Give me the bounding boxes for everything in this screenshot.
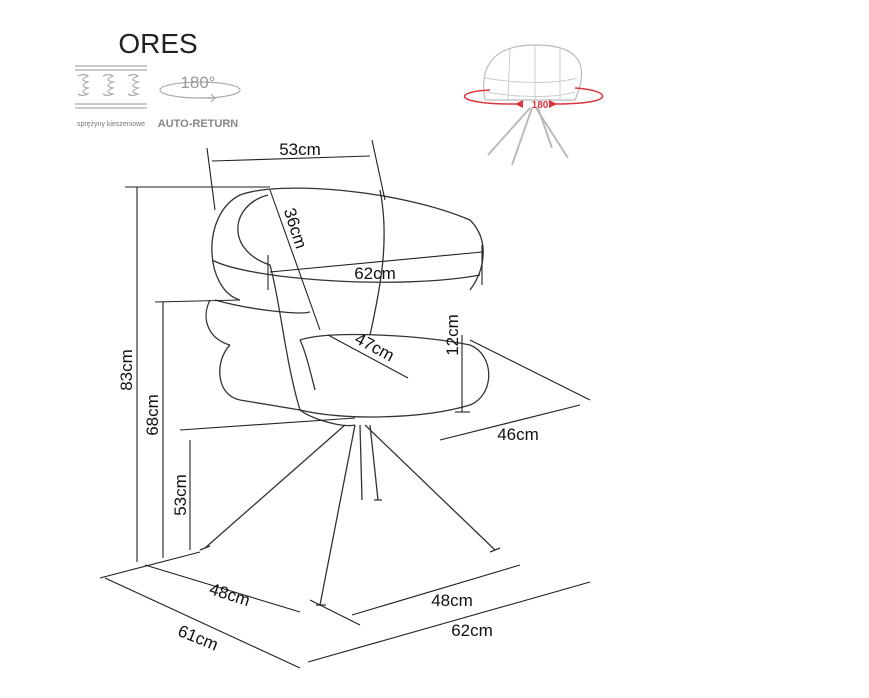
chair-outline: [199, 187, 501, 606]
dim-base-left: 48cm: [207, 579, 252, 610]
auto-return-label: AUTO-RETURN: [158, 118, 239, 130]
dim-seat-top-width: 53cm: [279, 140, 321, 159]
dim-total-height: 83cm: [117, 349, 136, 391]
dim-backrest-depth: 36cm: [280, 206, 311, 251]
dimension-lines: [99, 139, 591, 669]
dim-seat-cushion-height: 12cm: [443, 314, 462, 356]
product-title: ORES: [118, 28, 197, 59]
swivel-preview: [464, 44, 604, 166]
dim-total-width: 62cm: [354, 264, 396, 283]
dim-armrest-height: 68cm: [143, 394, 162, 436]
rotation-angle: 180°: [180, 73, 215, 92]
dim-footprint-depth: 61cm: [175, 621, 221, 654]
dim-footprint-width: 62cm: [451, 621, 493, 640]
dim-seat-height: 53cm: [171, 474, 190, 516]
rotation-icon: [159, 81, 241, 103]
springs-label: sprężyny kieszeniowe: [77, 121, 145, 128]
swivel-angle-label: 180°: [532, 100, 553, 111]
dim-seat-front-depth: 46cm: [497, 425, 539, 444]
dim-base-right: 48cm: [431, 591, 473, 610]
pocket-springs-icon: [75, 65, 147, 109]
